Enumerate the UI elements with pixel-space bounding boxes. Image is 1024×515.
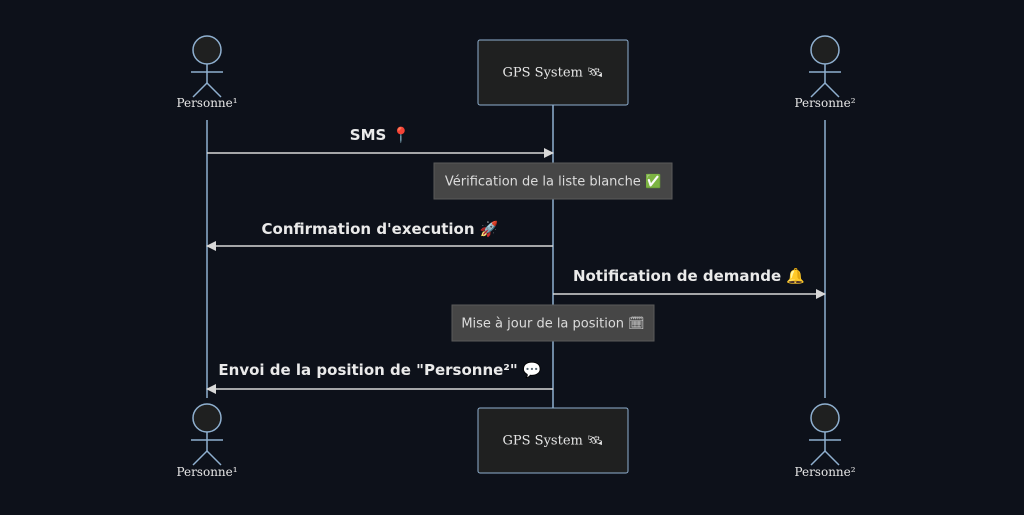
actor-name: Personne¹ xyxy=(176,465,237,479)
note-label: Mise à jour de la position 🗓 xyxy=(461,317,644,332)
note: Mise à jour de la position 🗓 xyxy=(451,304,655,342)
stick-figure-icon xyxy=(191,403,223,466)
actor-left-bottom[interactable]: Personne¹ xyxy=(176,403,238,479)
actor-right-bottom[interactable]: Personne² xyxy=(794,403,856,479)
actor-right-top[interactable]: Personne² xyxy=(794,35,856,110)
note-label: Vérification de la liste blanche ✅ xyxy=(445,174,661,190)
stick-figure-icon xyxy=(809,35,841,98)
participant-label: GPS System 🛰 xyxy=(503,434,604,449)
stick-figure-icon xyxy=(191,35,223,98)
actor-name: Personne² xyxy=(794,96,855,110)
stick-figure-icon xyxy=(809,403,841,466)
participant-system-top[interactable]: GPS System 🛰 xyxy=(477,39,629,106)
note: Vérification de la liste blanche ✅ xyxy=(433,162,673,200)
message-label: Notification de demande 🔔 xyxy=(573,267,805,285)
actor-left-top[interactable]: Personne¹ xyxy=(176,35,238,110)
participant-system-bottom[interactable]: GPS System 🛰 xyxy=(477,407,629,474)
message-label: Confirmation d'execution 🚀 xyxy=(262,220,499,238)
participant-box xyxy=(477,407,629,474)
message-label: SMS 📍 xyxy=(350,126,410,144)
actor-name: Personne² xyxy=(794,465,855,479)
message-label: Envoi de la position de "Personne²" 💬 xyxy=(218,361,542,379)
note-box xyxy=(451,304,655,342)
actor-name: Personne¹ xyxy=(176,96,237,110)
note-box xyxy=(433,162,673,200)
participant-box xyxy=(477,39,629,106)
participant-label: GPS System 🛰 xyxy=(503,66,604,81)
